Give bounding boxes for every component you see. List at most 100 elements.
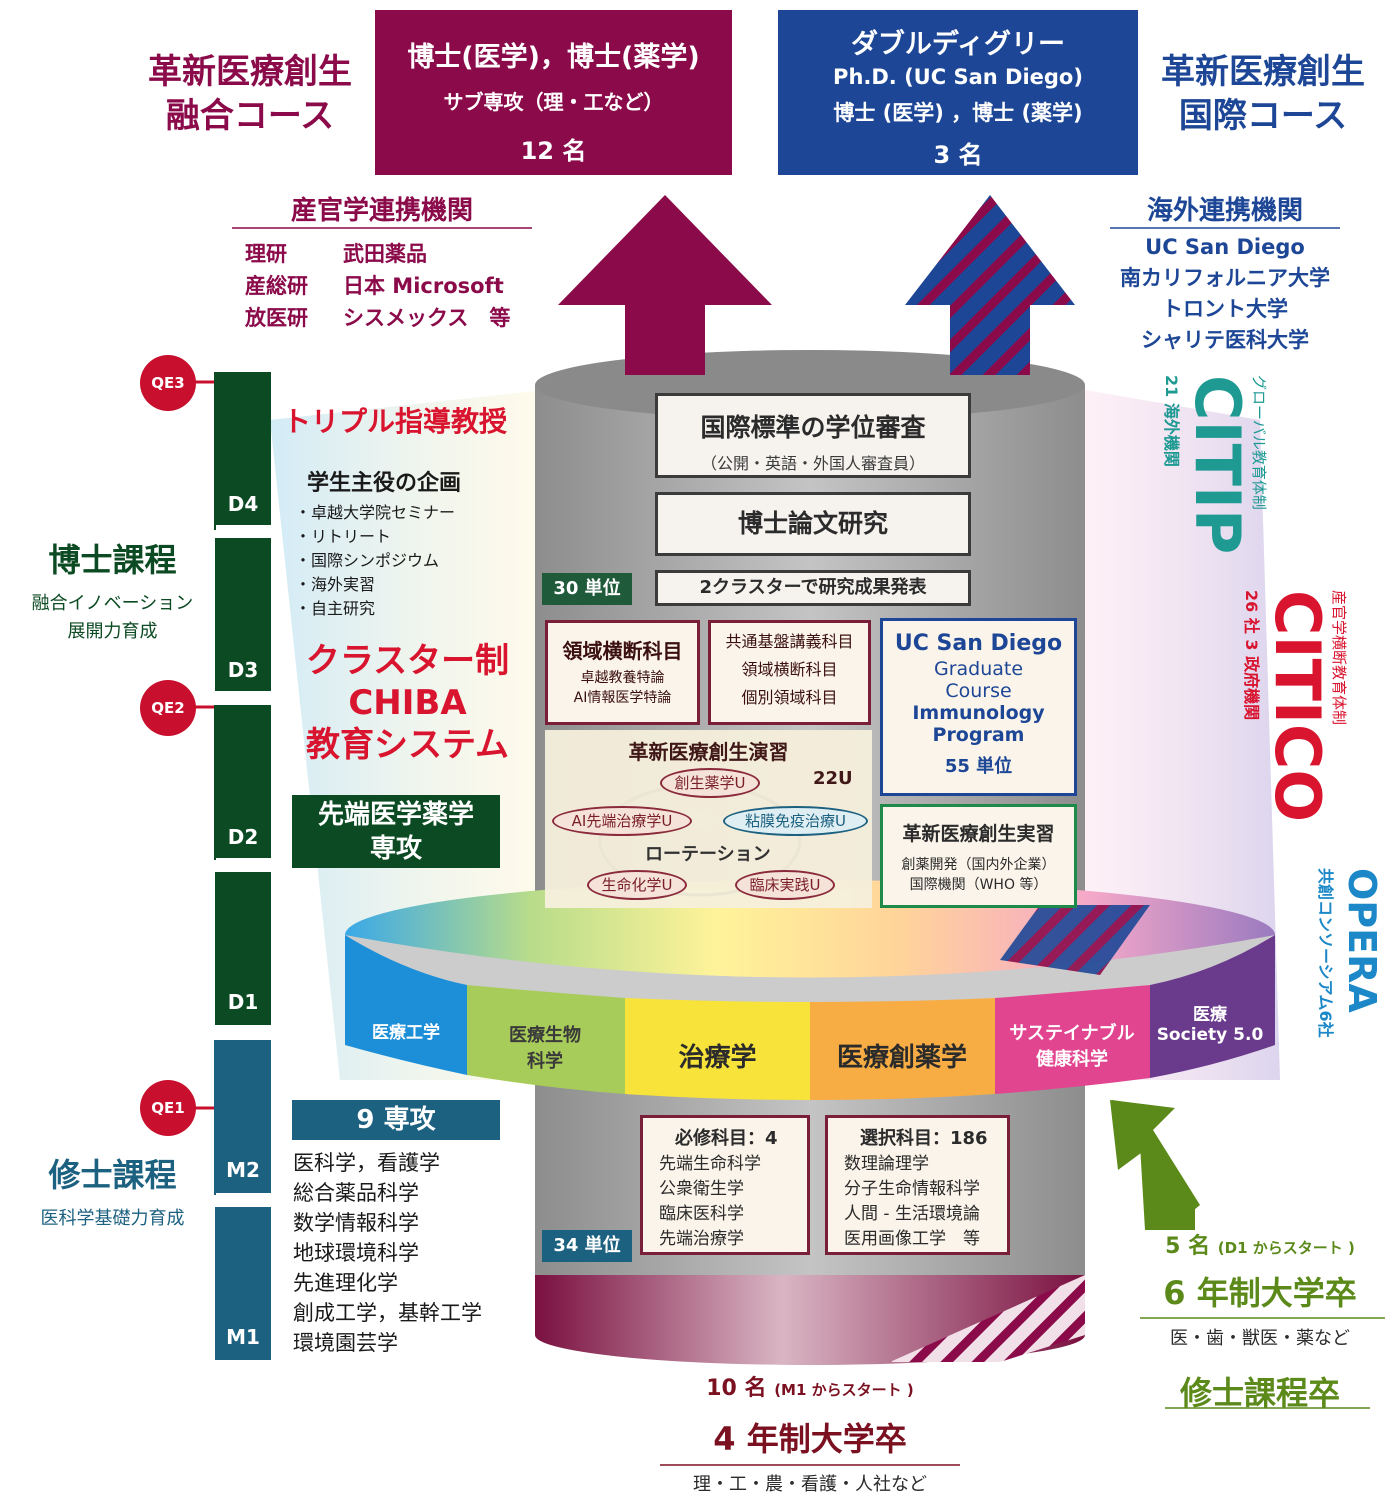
entry-right-sub: 医・歯・獣医・薬など <box>1170 1328 1350 1349</box>
required-4: 先端治療学 <box>659 1229 744 1249</box>
elective-3: 人間 - 生活環境論 <box>844 1204 980 1224</box>
unit-chem: 生命化学U <box>601 876 673 894</box>
exercise-title: 革新医療創生演習 <box>628 740 789 764</box>
unit-pill-clinical: 臨床実践U <box>735 870 835 900</box>
ring-s2a-label: 医療生物 <box>509 1025 581 1046</box>
ring-s4-label: 医療創薬学 <box>836 1042 967 1073</box>
entry-bottom-note: (M1 からスタート ) <box>774 1381 914 1399</box>
fusion-course-label: 革新医療創生 融合コース <box>130 50 370 138</box>
ring-s1-label: 医療工学 <box>372 1022 440 1043</box>
unit-mucosal: 粘膜免疫治療U <box>745 812 846 830</box>
stage-d4: D4 <box>215 372 271 525</box>
opera-sub: 共創コンソーシアム6社 <box>1316 868 1335 1038</box>
student-plan-title: 学生主役の企画 <box>307 471 462 496</box>
partner-microsoft: 日本 Microsoft <box>343 274 504 298</box>
doctor-degree-box: 博士(医学)，博士(薬学) サブ専攻（理・工など） 12 名 <box>375 10 732 175</box>
stage-d2: D2 <box>215 705 271 858</box>
triple-supervisors: トリプル指導教授 <box>283 405 508 438</box>
sub-major: サブ専攻（理・工など） <box>443 90 664 114</box>
entry-right-title: 6 年制大学卒 <box>1163 1274 1357 1312</box>
cluster-line3: 教育システム <box>306 725 509 765</box>
plan-overseas-training: ・海外実習 <box>295 575 376 594</box>
elective-2: 分子生命情報科学 <box>844 1179 980 1199</box>
double-degree-title: ダブルディグリー <box>850 29 1066 60</box>
stage-d1: D1 <box>215 872 271 1025</box>
presentation-label: 2クラスターで研究成果発表 <box>699 577 927 598</box>
overseas-partners-title: 海外連携機関 <box>1146 196 1303 226</box>
required-courses-box: 必修科目：4 先端生命科学 公衆衛生学 臨床医科学 先端治療学 <box>640 1115 810 1255</box>
practice-title: 革新医療創生実習 <box>902 823 1055 845</box>
stage-m1-label: M1 <box>226 1325 260 1349</box>
credits-30: 30 単位 <box>553 578 621 599</box>
major-engineering: 創成工学，基幹工学 <box>293 1301 482 1325</box>
doctoral-title: 博士課程 <box>48 541 177 579</box>
double-degree-box: ダブルディグリー Ph.D. (UC San Diego) 博士 (医学) ，博… <box>778 10 1138 175</box>
partner-nirs: 放医研 <box>245 306 308 330</box>
stage-m2-label: M2 <box>226 1158 260 1182</box>
ucsd-title: UC San Diego <box>894 631 1063 656</box>
ring-medical-engineering: 医療工学 <box>350 1005 462 1055</box>
citip-name: CITIP <box>1181 375 1254 555</box>
stage-d3: D3 <box>215 538 271 691</box>
doctoral-sub1: 融合イノベーション <box>31 593 194 614</box>
plan-retreat: ・リトリート <box>295 527 392 546</box>
entry-bottom-count: 10 名 <box>706 1376 767 1401</box>
ucsd-immunology: Immunology <box>912 702 1045 724</box>
ring-s5a-label: サステイナブル <box>1009 1023 1135 1044</box>
ring-drug-discovery: 医療創薬学 <box>812 1030 992 1080</box>
unit-clinical: 臨床実践U <box>749 876 821 894</box>
cross-domain-l1: 卓越教養特論 <box>580 670 665 686</box>
required-3: 臨床医科学 <box>659 1204 744 1224</box>
major-pharma: 総合薬品科学 <box>293 1181 419 1205</box>
degree-review-sub: （公開・英語・外国人審査員） <box>700 454 925 473</box>
qe2-badge: QE2 <box>140 680 196 736</box>
cluster-line2: CHIBA <box>348 683 467 723</box>
unit-pill-sosei: 創生薬学U <box>660 768 760 798</box>
ring-s6a-label: 医療 <box>1193 1005 1227 1025</box>
practice-l1: 創薬開発（国内外企業） <box>901 857 1056 873</box>
ring-s2b-label: 科学 <box>527 1051 563 1072</box>
fusion-count: 12 名 <box>520 137 587 165</box>
double-degree-sub: 博士 (医学) ，博士 (薬学) <box>833 101 1083 125</box>
international-count: 3 名 <box>933 141 983 169</box>
opera-name: OPERA <box>1340 868 1384 1013</box>
common-l2: 領域横断科目 <box>741 660 838 679</box>
student-plan: 学生主役の企画 ・卓越大学院セミナー ・リトリート ・国際シンポジウム ・海外実… <box>295 465 461 621</box>
degree-title: 博士(医学)，博士(薬学) <box>407 42 700 73</box>
nine-majors-box: 9 専攻 <box>292 1100 500 1140</box>
stage-m1: M1 <box>215 1207 271 1360</box>
qe2-label: QE2 <box>151 699 185 717</box>
international-course-label: 革新医療創生 国際コース <box>1145 50 1381 138</box>
practice-box: 革新医療創生実習 創薬開発（国内外企業） 国際機関（WHO 等） <box>880 804 1077 908</box>
cluster-line1: クラスター制 <box>305 641 510 681</box>
plan-seminar: ・卓越大学院セミナー <box>295 503 456 522</box>
exercise-units: 22U <box>813 768 853 789</box>
qe3-badge: QE3 <box>140 355 196 411</box>
overseas-partners-list: UC San Diego 南カリフォルニア大学 トロント大学 シャリテ医科大学 <box>1090 232 1360 356</box>
unit-pill-mucosal: 粘膜免疫治療U <box>723 806 868 836</box>
international-course-line1: 革新医療創生 <box>1161 52 1365 92</box>
stage-d4-label: D4 <box>227 492 259 516</box>
ring-therapeutics: 治療学 <box>630 1030 805 1080</box>
entry-bottom-title: 4 年制大学卒 <box>713 1420 907 1458</box>
unit-sosei: 創生薬学U <box>674 774 746 792</box>
common-l1: 共通基盤講義科目 <box>725 632 854 651</box>
stage-m2: M2 <box>215 1040 271 1193</box>
ring-s6b-label: Society 5.0 <box>1156 1025 1264 1045</box>
industry-partners-title: 産官学連携機関 <box>290 196 473 226</box>
ring-s3-label: 治療学 <box>678 1042 757 1073</box>
nine-majors-list: 医科学，看護学 総合薬品科学 数学情報科学 地球環境科学 先進理化学 創成工学，… <box>293 1148 482 1358</box>
advanced-major-box: 先端医学薬学 専攻 <box>292 795 500 868</box>
partner-riken: 理研 <box>245 242 287 266</box>
elective-1: 数理論理学 <box>844 1154 929 1174</box>
thesis-box: 博士論文研究 <box>655 492 971 556</box>
partner-takeda: 武田薬品 <box>343 242 427 266</box>
elective-title: 選択科目：186 <box>860 1128 988 1149</box>
nine-majors-title: 9 専攻 <box>356 1105 436 1135</box>
stage-d1-label: D1 <box>227 990 259 1014</box>
doctoral-course: 博士課程 融合イノベーション 展開力育成 <box>5 535 220 643</box>
partner-sysmex: シスメックス 等 <box>343 306 511 330</box>
ucsd-credits: 55 単位 <box>944 756 1013 777</box>
major-math-info: 数学情報科学 <box>293 1211 419 1235</box>
